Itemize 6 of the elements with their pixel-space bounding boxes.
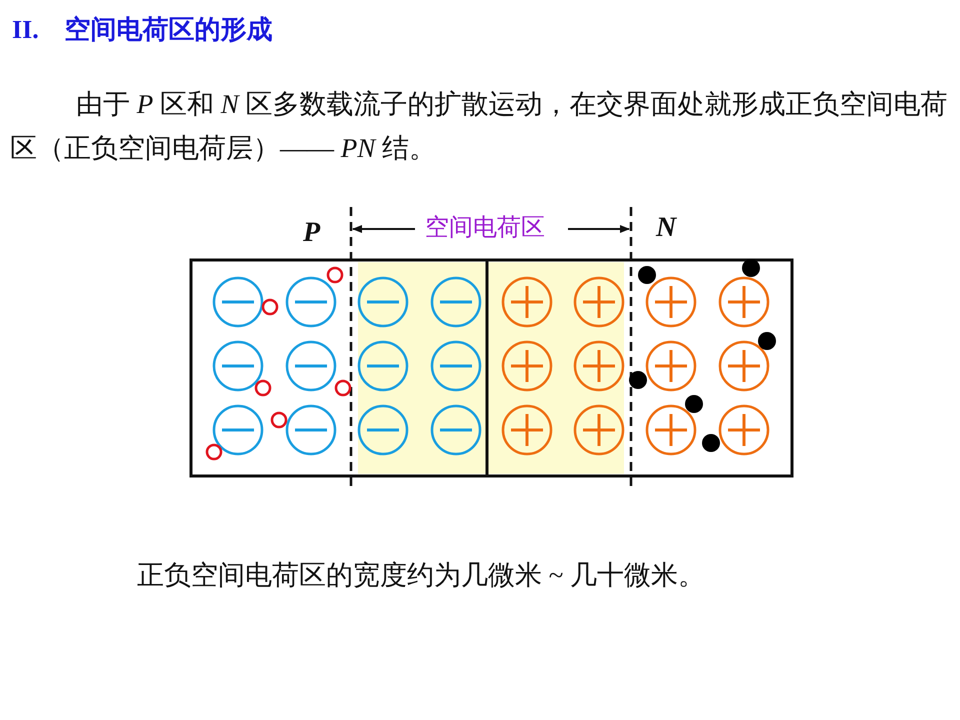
region-label: 空间电荷区 bbox=[425, 212, 545, 243]
note-text: 正负空间电荷区的宽度约为几微米 ~ 几十微米。 bbox=[137, 559, 706, 592]
paragraph: 由于 P 区和 N 区多数载流子的扩散运动，在交界面处就形成正负空间电荷区（正负空间电荷层）—— PN 结。 bbox=[10, 88, 949, 165]
heading: II. 空间电荷区的形成 bbox=[12, 14, 273, 46]
region-label: N bbox=[656, 212, 676, 244]
region-label: P bbox=[303, 217, 320, 249]
